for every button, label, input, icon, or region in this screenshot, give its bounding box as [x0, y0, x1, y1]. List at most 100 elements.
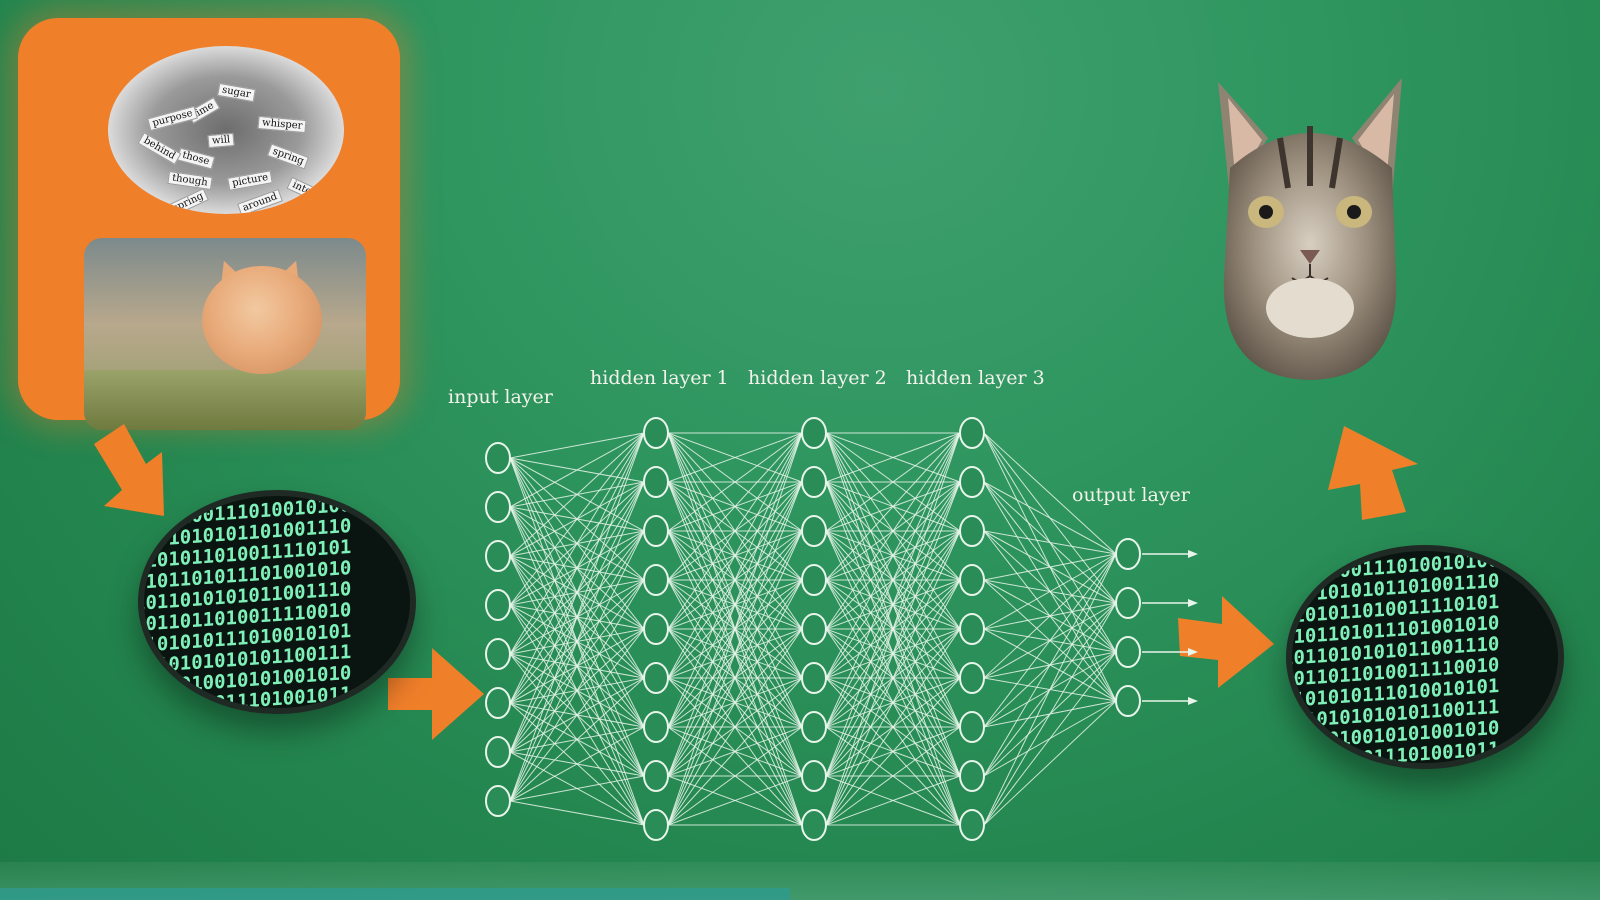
connection-line: [825, 432, 961, 826]
arrow-up-icon: [1328, 426, 1418, 520]
connection-line: [509, 432, 645, 655]
progress-strip: [0, 862, 1600, 900]
connection-line: [509, 432, 645, 753]
arrow-right-icon: [1178, 596, 1274, 688]
input-layer-label: input layer: [448, 386, 553, 408]
cat-body: [202, 266, 322, 374]
hidden-layer-2-label: hidden layer 2: [748, 367, 887, 389]
neuron-layer-3: [801, 466, 827, 498]
connection-line: [667, 726, 803, 826]
neuron-layer-2: [643, 564, 669, 596]
connection-line: [825, 432, 961, 581]
connection-line: [825, 677, 961, 826]
neuron-layer-3: [801, 662, 827, 694]
neuron-layer-1: [485, 491, 511, 523]
connection-line: [667, 530, 803, 826]
neuron-layer-2: [643, 760, 669, 792]
neuron-layer-5: [1115, 636, 1141, 668]
connection-line: [825, 775, 961, 826]
output-arrowhead: [1188, 550, 1198, 558]
connection-line: [983, 553, 1117, 728]
connection-line: [825, 481, 961, 826]
neuron-layer-4: [959, 417, 985, 449]
connection-line: [509, 775, 645, 802]
neuron-layer-4: [959, 662, 985, 694]
neuron-layer-1: [485, 540, 511, 572]
neuron-layer-4: [959, 809, 985, 841]
neuron-layer-4: [959, 564, 985, 596]
neuron-layer-5: [1115, 685, 1141, 717]
neuron-layer-3: [801, 711, 827, 743]
connection-line: [509, 800, 645, 826]
neuron-layer-2: [643, 613, 669, 645]
connection-line: [983, 553, 1117, 679]
connection-line: [983, 432, 1117, 555]
connection-line: [825, 432, 961, 679]
connection-line: [825, 579, 961, 826]
neuron-layer-3: [801, 809, 827, 841]
connection-line: [667, 628, 803, 826]
connection-line: [825, 432, 961, 630]
neuron-layer-5: [1115, 587, 1141, 619]
connection-line: [509, 432, 645, 606]
connection-line: [983, 530, 1117, 555]
neuron-layer-2: [643, 417, 669, 449]
connection-line: [509, 432, 645, 802]
neuron-layer-3: [801, 417, 827, 449]
connection-line: [667, 432, 803, 679]
neuron-layer-4: [959, 760, 985, 792]
connection-line: [667, 432, 803, 532]
arrow-right-icon: [388, 648, 484, 740]
connection-line: [667, 432, 803, 630]
neuron-layer-3: [801, 515, 827, 547]
connection-line: [983, 700, 1117, 826]
neuron-layer-1: [485, 638, 511, 670]
output-layer-label: output layer: [1072, 484, 1190, 506]
progress-bar: [0, 888, 790, 900]
connections: [509, 432, 1117, 826]
grass: [84, 370, 366, 430]
connection-line: [667, 677, 803, 826]
output-arrowhead: [1188, 599, 1198, 607]
neuron-layer-4: [959, 515, 985, 547]
connection-line: [983, 553, 1117, 630]
connection-line: [825, 628, 961, 826]
neuron-layer-1: [485, 785, 511, 817]
neuron-layer-2: [643, 809, 669, 841]
connection-line: [983, 553, 1117, 777]
connection-line: [509, 432, 645, 508]
connection-line: [509, 677, 645, 802]
running-cat-photo: [84, 238, 366, 430]
connection-line: [983, 481, 1117, 555]
connection-line: [825, 530, 961, 826]
connection-line: [825, 432, 961, 483]
connection-line: [509, 628, 645, 802]
neuron-layer-5: [1115, 538, 1141, 570]
connection-line: [825, 432, 961, 777]
connection-line: [825, 432, 961, 728]
connection-line: [509, 432, 645, 704]
connection-line: [983, 651, 1117, 826]
connection-line: [667, 432, 803, 728]
neuron-layer-2: [643, 711, 669, 743]
neuron-layer-2: [643, 466, 669, 498]
neuron-layer-1: [485, 736, 511, 768]
output-arrowhead: [1188, 697, 1198, 705]
connection-line: [667, 432, 803, 483]
neuron-layer-1: [485, 589, 511, 621]
connection-line: [667, 481, 803, 826]
connection-line: [983, 553, 1117, 581]
connection-line: [509, 579, 645, 802]
connection-line: [825, 432, 961, 532]
neuron-layer-3: [801, 760, 827, 792]
hidden-layer-3-label: hidden layer 3: [906, 367, 1045, 389]
neuron-layer-3: [801, 564, 827, 596]
arrow-down-right-icon: [94, 424, 164, 516]
connection-line: [667, 432, 803, 826]
